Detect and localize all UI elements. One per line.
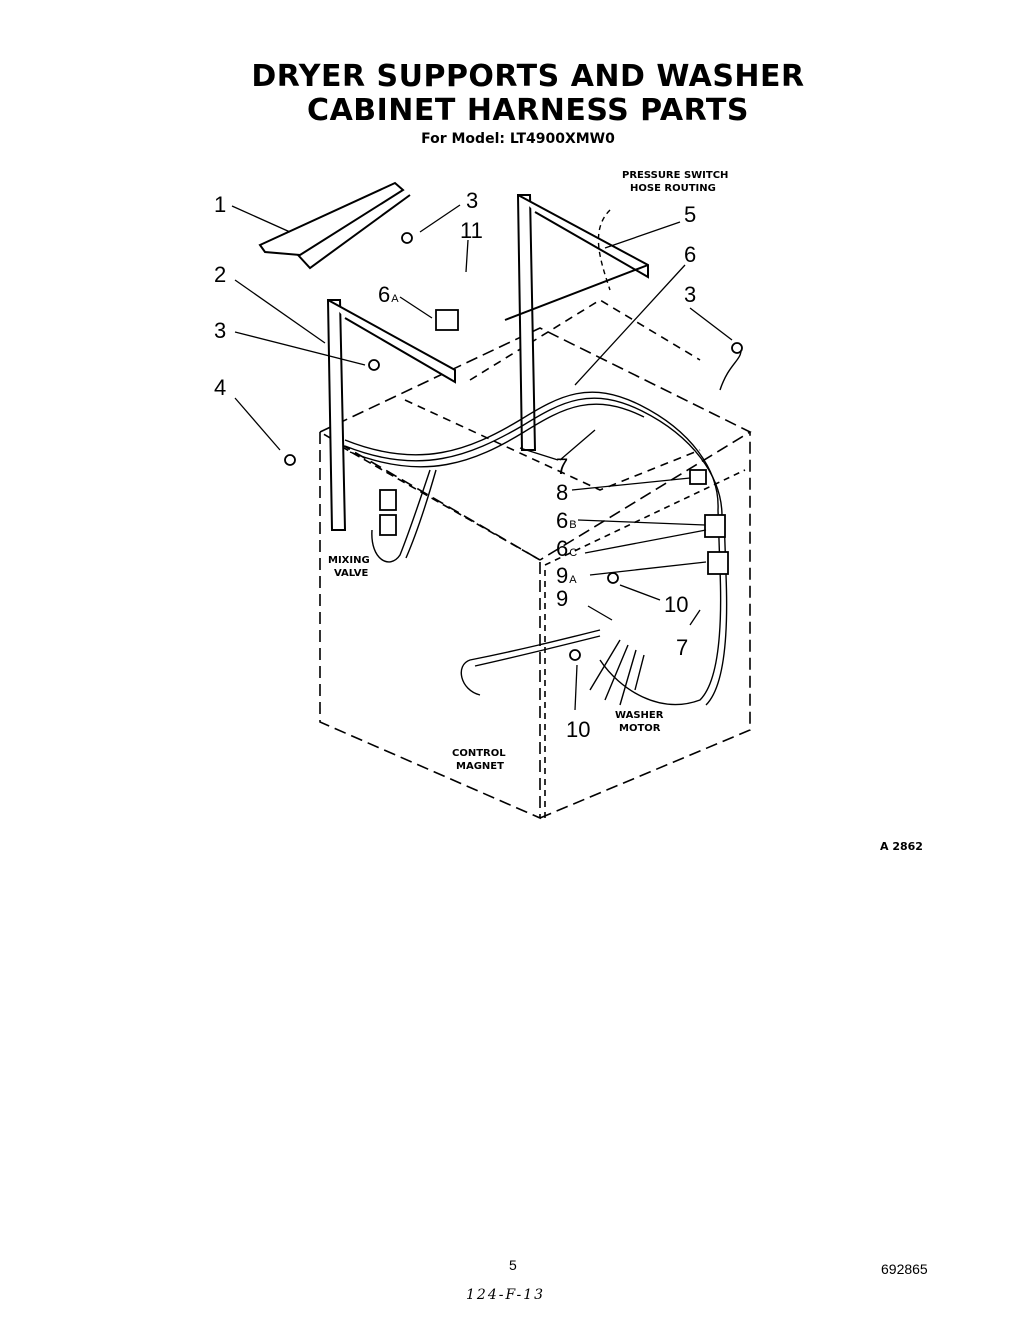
part-number-labels: 1 2 3 4 3 11 6A 5 6 3 7 8 6B 6C 9A 9 10 … xyxy=(214,188,696,742)
part-label-2: 2 xyxy=(214,262,226,287)
part-label-3-right: 3 xyxy=(684,282,696,307)
mixing-valve-terminal-1 xyxy=(379,489,397,511)
connector-6b xyxy=(704,514,726,538)
part-label-10-right: 10 xyxy=(664,592,688,617)
connector-8 xyxy=(689,469,707,485)
wiring-harness xyxy=(344,209,742,706)
washer-motor-label-line-2: MOTOR xyxy=(619,723,661,734)
pressure-switch-label-line-1: PRESSURE SWITCH xyxy=(622,170,728,181)
part-label-3-top: 3 xyxy=(466,188,478,213)
part-label-5: 5 xyxy=(684,202,696,227)
diagram-title-line-2: CABINET HARNESS PARTS xyxy=(307,93,749,128)
screw-10 xyxy=(569,649,581,661)
washer-motor-label-line-1: WASHER xyxy=(615,710,664,721)
leader-lines xyxy=(231,204,733,711)
document-part-number: 692865 xyxy=(881,1261,928,1277)
part-label-7-lower: 7 xyxy=(676,635,688,660)
screw-3-top xyxy=(401,232,413,244)
part-label-6b: 6B xyxy=(556,508,577,533)
model-subtitle: For Model: LT4900XMW0 xyxy=(421,131,615,147)
screw-3-right xyxy=(731,342,743,354)
part-label-1: 1 xyxy=(214,192,226,217)
screw-3-left xyxy=(368,359,380,371)
mixing-valve-label-line-1: MIXING xyxy=(328,555,370,566)
part-label-11: 11 xyxy=(460,218,483,243)
diagram-title-line-1: DRYER SUPPORTS AND WASHER xyxy=(251,59,805,94)
connector-6c xyxy=(707,551,729,575)
screw-9a xyxy=(607,572,619,584)
part-label-6: 6 xyxy=(684,242,696,267)
handwritten-note: 124-F-13 xyxy=(466,1287,546,1303)
connector-6a xyxy=(435,309,459,331)
part-label-9: 9 xyxy=(556,586,568,611)
part-label-4: 4 xyxy=(214,375,226,400)
component-callouts: PRESSURE SWITCH HOSE ROUTING MIXING VALV… xyxy=(328,170,728,772)
part-label-7-upper: 7 xyxy=(556,454,568,479)
figure-id: A 2862 xyxy=(880,840,923,853)
part-label-3-left: 3 xyxy=(214,318,226,343)
control-magnet-label-line-2: MAGNET xyxy=(456,761,504,772)
screw-4 xyxy=(284,454,296,466)
mixing-valve-label-line-2: VALVE xyxy=(334,568,369,579)
control-magnet-label-line-1: CONTROL xyxy=(452,748,506,759)
dryer-support-brackets xyxy=(258,181,649,531)
part-label-9a: 9A xyxy=(556,563,577,588)
cabinet-outline xyxy=(319,299,752,820)
part-label-10-lower: 10 xyxy=(566,717,590,742)
page-number: 5 xyxy=(509,1257,517,1273)
harness-connectors xyxy=(284,232,743,661)
mixing-valve-terminal-2 xyxy=(379,514,397,536)
part-label-6c: 6C xyxy=(556,536,577,561)
part-label-6a: 6A xyxy=(378,282,399,307)
part-label-8: 8 xyxy=(556,480,568,505)
pressure-switch-label-line-2: HOSE ROUTING xyxy=(630,183,716,194)
